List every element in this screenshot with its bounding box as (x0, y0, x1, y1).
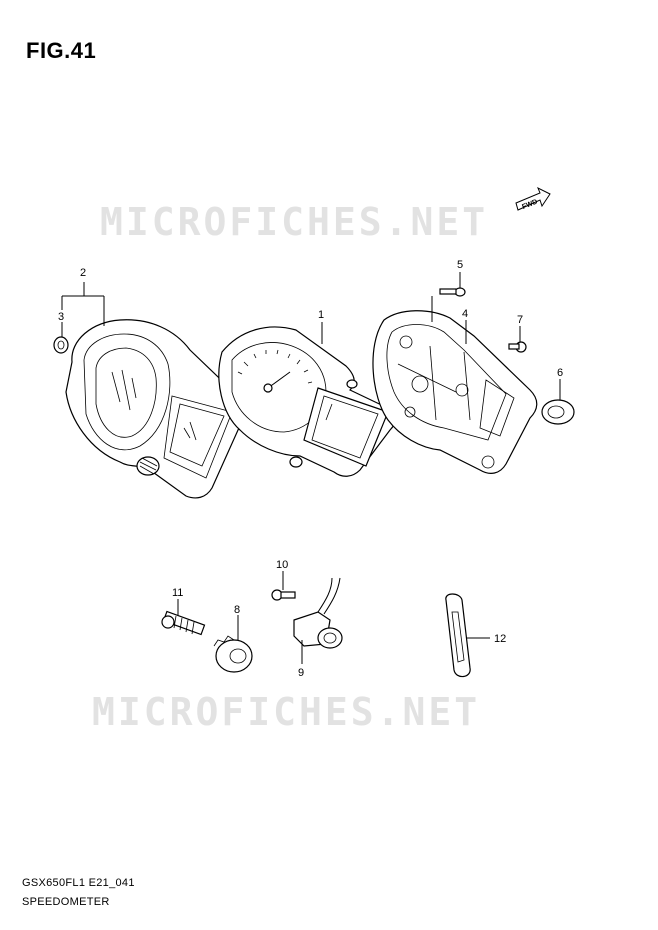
callout-7: 7 (517, 314, 523, 326)
callout-3: 3 (58, 311, 64, 323)
part-1-meter-assembly (218, 326, 397, 477)
fwd-arrow-icon: FWD (515, 186, 551, 211)
callout-6: 6 (557, 367, 563, 379)
leader-lines (61, 272, 561, 664)
part-7-screw (508, 341, 527, 353)
part-3-grommet (53, 336, 69, 354)
part-6-grommet (541, 399, 575, 425)
diagram-code: GSX650FL1 E21_041 (22, 877, 135, 889)
callout-8: 8 (234, 604, 240, 616)
part-9-speed-sensor (293, 577, 343, 649)
part-10-screw (271, 589, 296, 601)
callout-12: 12 (494, 633, 506, 645)
callout-11: 11 (172, 587, 183, 599)
part-4-rear-case (372, 310, 538, 474)
watermark-bottom: MICROFICHES.NET (92, 690, 481, 734)
part-11-bolt (161, 610, 206, 636)
figure-title: FIG.41 (26, 38, 97, 63)
callout-2: 2 (80, 267, 86, 279)
callout-4: 4 (462, 308, 468, 320)
callout-9: 9 (298, 667, 304, 679)
callout-10: 10 (276, 559, 288, 571)
part-12-clamp (445, 593, 471, 678)
part-2-bezel (65, 319, 246, 499)
diagram-caption: SPEEDOMETER (22, 896, 110, 908)
watermark-top: MICROFICHES.NET (100, 200, 489, 244)
part-5-screw (439, 287, 466, 297)
callout-5: 5 (457, 259, 463, 271)
part-8-drive-gear (213, 635, 253, 673)
callout-1: 1 (318, 309, 324, 321)
